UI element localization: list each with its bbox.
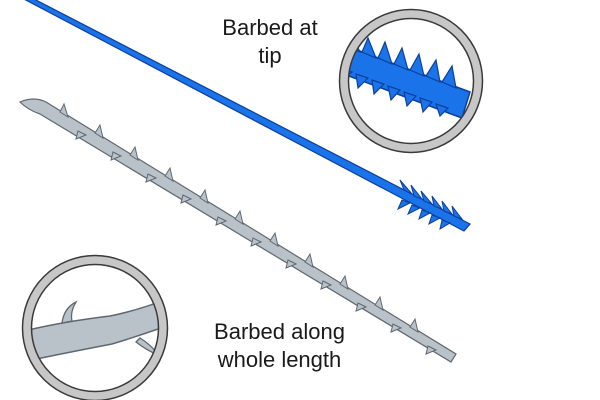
grey-broach-barbs <box>59 102 438 355</box>
top-lens <box>338 8 484 154</box>
blue-broach-shaft <box>24 0 471 232</box>
blue-broach-tip-barbs <box>396 179 464 231</box>
barbed-whole-length-label-line2: whole length <box>217 347 342 372</box>
top-lens-ring <box>339 9 483 153</box>
blue-broach <box>24 0 471 232</box>
bottom-lens <box>21 254 169 400</box>
grey-broach-shaft <box>18 98 457 363</box>
barbed-at-tip-label: Barbed at tip <box>205 14 335 70</box>
barbed-whole-length-label-line1: Barbed along <box>214 319 345 344</box>
bottom-lens-grey-shaft <box>27 294 163 363</box>
barbed-whole-length-label: Barbed along whole length <box>192 318 367 374</box>
grey-broach <box>18 98 457 363</box>
barbed-at-tip-label-line2: tip <box>258 43 282 68</box>
barbed-at-tip-label-line1: Barbed at <box>222 15 318 40</box>
bottom-lens-ring <box>22 255 168 400</box>
